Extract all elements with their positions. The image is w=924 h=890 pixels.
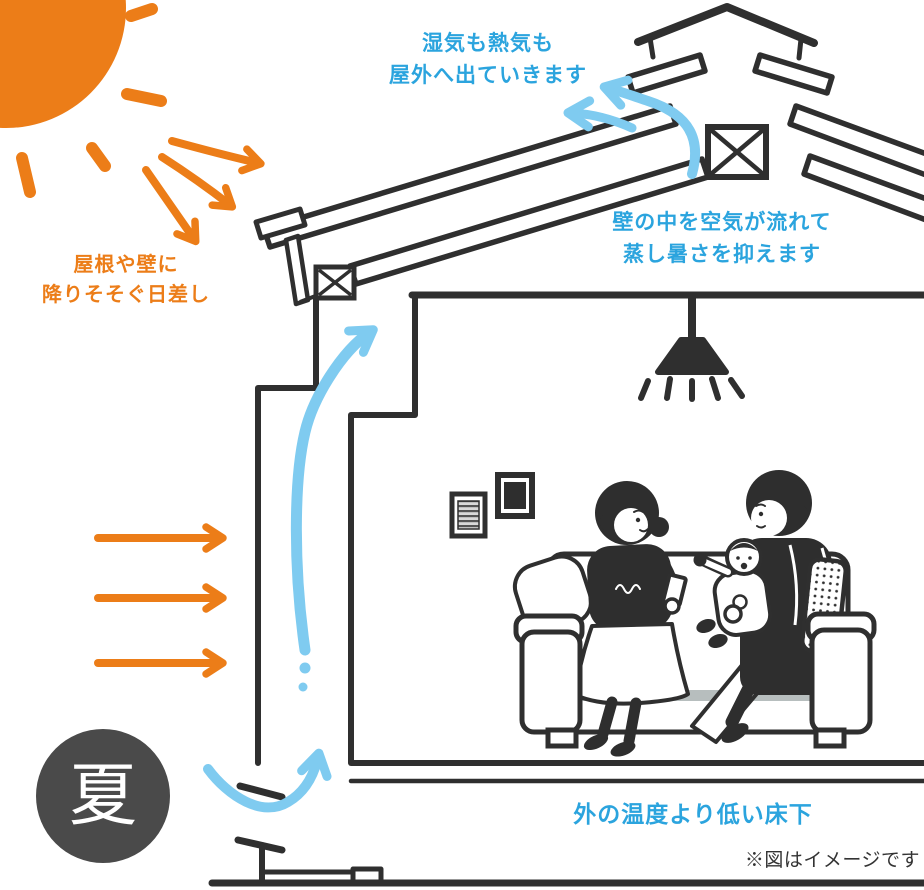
- picture-frame-dark: [495, 472, 535, 519]
- season-badge: 夏: [36, 729, 170, 863]
- sunlight-arrow-2: [158, 153, 237, 211]
- label-roof-exhaust-line1: 湿気も熱気も: [422, 32, 554, 55]
- airflow-fade-dots: [298, 662, 311, 692]
- sunlight-arrow-1: [168, 137, 265, 175]
- vent-louver-1: [236, 782, 286, 801]
- sun-ray-1: [125, 3, 158, 22]
- mother-skirt: [573, 622, 690, 706]
- sofa-family-illustration: [512, 470, 877, 757]
- lamp-ray: [728, 377, 745, 399]
- roof-left-fascia: [253, 206, 308, 241]
- roof-left-upper-slat: [261, 103, 679, 250]
- roof-left: [253, 103, 711, 307]
- label-sunlight-line1: 屋根や壁に: [73, 254, 179, 276]
- label-underfloor: 外の温度より低い床下: [573, 801, 813, 827]
- ridge-vent-icon: [705, 124, 769, 180]
- ridge-monitor-right-cap: [752, 52, 835, 96]
- ridge-monitor-peak: [634, 3, 818, 47]
- sunlight-arrow-3: [142, 166, 200, 246]
- eave-vent-icon: [313, 264, 357, 301]
- label-sunlight: 屋根や壁に 降りそそぐ日差し: [26, 250, 226, 311]
- roof-left-bargeboard: [283, 233, 311, 307]
- label-wall-airflow-line2: 蒸し暑さを抑えます: [623, 242, 821, 266]
- pendant-lamp-icon: [638, 296, 745, 402]
- label-wall-airflow: 壁の中を空気が流れて 蒸し暑さを抑えます: [605, 207, 839, 270]
- sofa-leg-right: [813, 727, 847, 749]
- sun-ray-2: [121, 88, 167, 107]
- airflow-exhaust-arrow-2: [563, 96, 637, 133]
- roof-right-lower-slat: [801, 153, 924, 223]
- roof-right: [787, 103, 924, 223]
- interior-wall: [348, 292, 418, 765]
- lamp-ray: [638, 378, 651, 401]
- picture-frame-striped: [449, 491, 488, 539]
- label-roof-exhaust: 湿気も熱気も 屋外へ出ていきます: [377, 28, 599, 91]
- airflow-wall-cavity-arrow: [290, 325, 378, 656]
- sofa-seat: [578, 690, 812, 701]
- ridge-monitor-left-cap: [625, 52, 708, 96]
- ridge-monitor: [625, 3, 835, 96]
- sofa-armrest-left: [519, 629, 583, 735]
- mother-figure: [573, 481, 690, 757]
- sun-ray-4: [16, 152, 36, 198]
- airflow-exhaust-arrow-1: [599, 75, 701, 179]
- sun-icon: [0, 0, 167, 198]
- exterior-wall: [255, 295, 319, 766]
- roof-right-upper-slat: [787, 103, 924, 178]
- lamp-ray: [664, 376, 673, 401]
- label-sunlight-line2: 降りそそぐ日差し: [42, 284, 210, 307]
- sun-ray-3: [86, 142, 111, 172]
- label-wall-airflow-line1: 壁の中を空気が流れて: [612, 211, 832, 234]
- lamp-ray: [709, 376, 721, 401]
- baby-figure: [693, 538, 773, 649]
- airflow-underfloor-arrow: [203, 748, 332, 813]
- label-roof-exhaust-line2: 屋外へ出ていきます: [389, 63, 587, 87]
- disclaimer-note: ※図はイメージです: [744, 850, 920, 871]
- sofa-leg-left: [545, 727, 579, 749]
- sofa-armrest-right: [809, 627, 873, 735]
- season-badge-text: 夏: [68, 758, 137, 834]
